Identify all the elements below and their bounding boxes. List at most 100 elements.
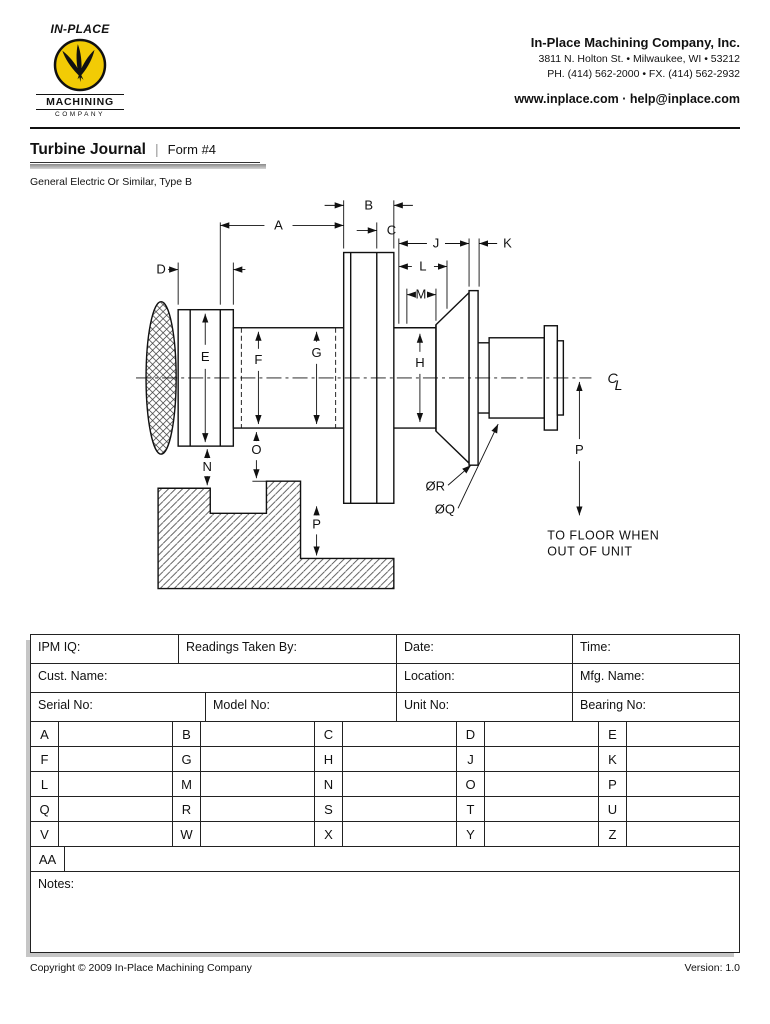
dim-label-d: D xyxy=(156,262,165,277)
dim-label-j: J xyxy=(433,236,440,251)
field-location: Location: xyxy=(397,664,573,692)
dim-label-k: K xyxy=(503,236,512,251)
dim-label-a: A xyxy=(274,217,283,232)
measure-row-2: F G H J K xyxy=(31,746,739,771)
copyright-text: Copyright © 2009 In-Place Machining Comp… xyxy=(30,962,252,974)
field-readings-taken-by: Readings Taken By: xyxy=(179,635,397,663)
measure-value-c xyxy=(343,722,457,746)
measure-label-q: Q xyxy=(31,797,59,821)
dim-label-e: E xyxy=(201,349,210,364)
measure-value-t xyxy=(485,797,599,821)
measure-row-4: Q R S T U xyxy=(31,796,739,821)
measure-label-c: C xyxy=(315,722,343,746)
measure-value-k xyxy=(627,747,739,771)
measure-value-j xyxy=(485,747,599,771)
measure-label-d: D xyxy=(457,722,485,746)
form-title-text: Turbine Journal xyxy=(30,141,146,158)
measure-row-5: V W X Y Z xyxy=(31,821,739,846)
turbine-journal-diagram: A B C D E F G H J K L M N O P P ØR ØQ C … xyxy=(136,197,659,590)
company-address: 3811 N. Holton St. • Milwaukee, WI • 532… xyxy=(538,53,740,66)
dim-label-p-left: P xyxy=(312,516,321,531)
measure-value-l xyxy=(59,772,173,796)
dim-label-p-right: P xyxy=(575,442,584,457)
measure-value-aa xyxy=(65,847,739,871)
dim-label-l: L xyxy=(419,259,426,274)
measure-value-h xyxy=(343,747,457,771)
measure-label-f: F xyxy=(31,747,59,771)
floor-hatch xyxy=(157,480,395,590)
dim-label-b: B xyxy=(364,197,373,212)
field-ipm-iq: IPM IQ: xyxy=(31,635,179,663)
form-number: Form #4 xyxy=(167,142,217,157)
company-name: In-Place Machining Company, Inc. xyxy=(530,35,740,50)
measure-label-z: Z xyxy=(599,822,627,846)
measure-label-y: Y xyxy=(457,822,485,846)
measure-value-o xyxy=(485,772,599,796)
field-time: Time: xyxy=(580,640,611,654)
measure-value-f xyxy=(59,747,173,771)
dim-label-f: F xyxy=(254,352,262,367)
table-row-info-3: Serial No: Model No: Unit No: Bearing No… xyxy=(31,692,739,721)
measure-label-aa: AA xyxy=(31,847,65,871)
measure-value-n xyxy=(343,772,457,796)
dim-label-o: O xyxy=(251,442,261,457)
dim-label-n: N xyxy=(203,459,212,474)
title-separator: | xyxy=(154,141,159,157)
measure-label-n: N xyxy=(315,772,343,796)
page-footer: Copyright © 2009 In-Place Machining Comp… xyxy=(30,962,740,974)
logo-text-company: COMPANY xyxy=(55,111,105,118)
dim-label-dia-q: ØQ xyxy=(435,501,455,516)
measure-label-j: J xyxy=(457,747,485,771)
measure-row-1: A B C D E xyxy=(31,721,739,746)
table-row-info-1: IPM IQ: Readings Taken By: Date: Time: xyxy=(31,635,739,663)
company-logo: IN-PLACE MACHINING COMPANY xyxy=(36,22,124,118)
measure-value-g xyxy=(201,747,315,771)
field-unit-no: Unit No: xyxy=(397,693,573,721)
measure-label-h: H xyxy=(315,747,343,771)
dim-label-c: C xyxy=(387,222,396,237)
company-web-email: www.inplace.com · help@inplace.com xyxy=(514,91,740,106)
measure-value-r xyxy=(201,797,315,821)
diagram-area: A B C D E F G H J K L M N O P P ØR ØQ C … xyxy=(30,188,740,624)
measure-value-y xyxy=(485,822,599,846)
company-contact-block: In-Place Machining Company, Inc. 3811 N.… xyxy=(514,34,740,108)
measure-value-v xyxy=(59,822,173,846)
field-mfg-name: Mfg. Name: xyxy=(580,669,645,683)
measure-value-d xyxy=(485,722,599,746)
measure-label-v: V xyxy=(31,822,59,846)
dim-label-g: G xyxy=(312,345,322,360)
dimension-lines xyxy=(168,200,583,556)
version-text: Version: 1.0 xyxy=(684,962,740,974)
dimension-labels: A B C D E F G H J K L M N O P P ØR ØQ C … xyxy=(156,197,659,558)
readings-table: IPM IQ: Readings Taken By: Date: Time: C… xyxy=(30,634,740,953)
dim-label-dia-r: ØR xyxy=(425,478,445,493)
measure-label-r: R xyxy=(173,797,201,821)
measure-value-u xyxy=(627,797,739,821)
measure-value-m xyxy=(201,772,315,796)
table-row-info-2: Cust. Name: Location: Mfg. Name: xyxy=(31,663,739,692)
measure-label-u: U xyxy=(599,797,627,821)
measure-label-p: P xyxy=(599,772,627,796)
measure-value-z xyxy=(627,822,739,846)
measure-value-q xyxy=(59,797,173,821)
dim-label-h: H xyxy=(415,355,424,370)
measure-value-b xyxy=(201,722,315,746)
form-subtitle: General Electric Or Similar, Type B xyxy=(30,176,193,188)
logo-text-top: IN-PLACE xyxy=(50,22,110,36)
notes-row: Notes: xyxy=(31,871,739,952)
measure-label-m: M xyxy=(173,772,201,796)
centerline-symbol-c: C xyxy=(607,370,618,386)
page-header: IN-PLACE MACHINING COMPANY In-Place Mach… xyxy=(30,22,740,118)
company-phone-fax: PH. (414) 562-2000 • FX. (414) 562-2932 xyxy=(547,67,740,80)
measure-row-3: L M N O P xyxy=(31,771,739,796)
dim-label-m: M xyxy=(415,287,426,302)
measure-value-s xyxy=(343,797,457,821)
floor-note-line2: OUT OF UNIT xyxy=(547,544,632,558)
field-bearing-no: Bearing No: xyxy=(580,698,647,712)
measure-value-a xyxy=(59,722,173,746)
field-date: Date: xyxy=(397,635,573,663)
title-shadow-bar xyxy=(30,164,266,169)
floor-note-line1: TO FLOOR WHEN xyxy=(547,528,659,542)
measure-label-o: O xyxy=(457,772,485,796)
measure-row-aa: AA xyxy=(31,846,739,871)
